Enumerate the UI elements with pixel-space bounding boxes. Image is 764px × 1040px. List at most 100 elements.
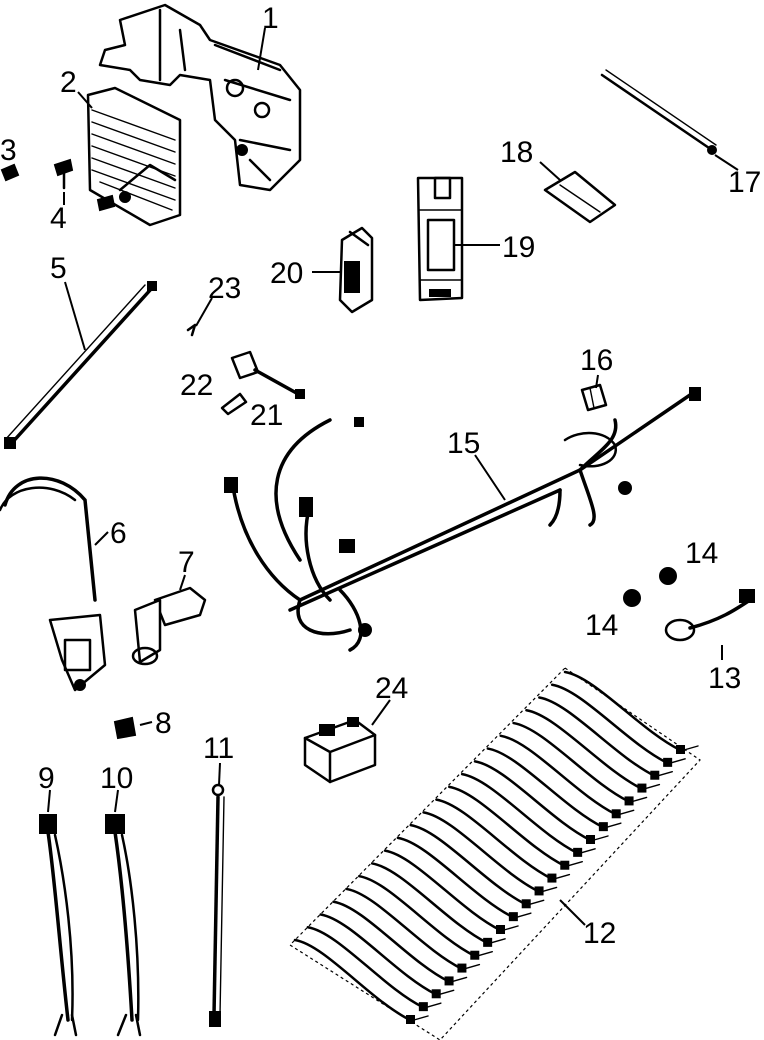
lead-terminal: [457, 963, 467, 973]
part-19-fuse-box: [416, 176, 464, 302]
lead-wire: [358, 874, 476, 957]
callout-21: 21: [250, 399, 283, 432]
lead-terminal: [521, 899, 531, 909]
lead-tick: [413, 1015, 429, 1021]
lead-tick: [477, 951, 493, 957]
lead-terminal: [637, 783, 647, 793]
part-5-cable: [4, 281, 157, 449]
lead-terminal: [508, 912, 518, 922]
lead-tick: [606, 822, 622, 828]
callout-17: 17: [728, 166, 761, 199]
lead-wire: [538, 696, 656, 777]
part-8-screw: [113, 716, 137, 740]
part-7-plug-boot: [131, 586, 207, 666]
part-3-screw: [0, 163, 20, 182]
lead-wire: [422, 811, 540, 893]
lead-wire: [383, 849, 502, 932]
callout-5: 5: [50, 252, 67, 285]
lead-tick: [541, 886, 558, 893]
lead-tick: [439, 989, 455, 995]
lead-wire: [512, 721, 630, 803]
lead-tick: [631, 796, 648, 803]
lead-tick: [567, 861, 583, 867]
lead-terminal: [547, 873, 557, 883]
lead-terminal: [650, 770, 660, 780]
callout-22: 22: [180, 369, 213, 402]
part-20-switch: [338, 226, 374, 314]
callout-7: 7: [178, 546, 195, 579]
callout-24: 24: [375, 672, 408, 705]
lead-tick: [657, 771, 673, 777]
part-10-bulb-lead: [105, 814, 142, 1037]
callout-2: 2: [60, 66, 77, 99]
callout-10: 10: [100, 762, 133, 795]
callout-1: 1: [262, 2, 279, 35]
lead-wire: [525, 709, 643, 790]
lead-tick: [516, 912, 532, 918]
lead-tick: [503, 925, 519, 931]
lead-wire: [499, 734, 617, 816]
lead-terminal: [483, 937, 493, 947]
lead-wire: [563, 670, 682, 752]
callout-8: 8: [155, 707, 172, 740]
callout-15: 15: [447, 427, 480, 460]
callout-3: 3: [0, 134, 17, 167]
lead-terminal: [534, 886, 544, 896]
part-18-fuse: [543, 170, 617, 224]
lead-tick: [644, 783, 661, 790]
lead-tick: [451, 976, 468, 983]
part-12-lead-kit: [289, 667, 701, 1040]
callout-14-lower: 14: [585, 609, 618, 642]
lead-terminal: [663, 757, 673, 767]
lead-terminal: [418, 1002, 428, 1012]
lead-wire: [448, 785, 566, 867]
lead-tick: [593, 835, 609, 841]
lead-tick: [529, 899, 545, 905]
lead-tick: [554, 873, 571, 880]
lead-terminal: [406, 1015, 415, 1024]
lead-terminal: [496, 925, 505, 934]
lead-terminal: [444, 976, 454, 986]
lead-tick: [426, 1002, 442, 1008]
lead-wire: [460, 772, 579, 855]
lead-terminal: [586, 835, 595, 844]
lead-wire: [332, 900, 450, 983]
lead-wire: [370, 862, 489, 945]
lead-terminal: [611, 809, 621, 819]
lead-wire: [293, 938, 412, 1022]
callout-9: 9: [38, 762, 55, 795]
part-4-bolts: [53, 158, 116, 212]
lead-tick: [464, 963, 481, 970]
callout-14-upper: 14: [685, 537, 718, 570]
part-13-cap-lead: [664, 589, 755, 642]
part-23-clip: [186, 323, 197, 337]
part-17-strap: [600, 69, 717, 155]
part-14-nut-upper: [659, 567, 677, 585]
lead-wire: [409, 823, 527, 906]
part-21-washer: [220, 392, 248, 416]
lead-wire: [435, 798, 553, 880]
callout-23: 23: [208, 272, 241, 305]
lead-wire: [486, 747, 605, 829]
lead-terminal: [431, 989, 441, 999]
callout-20: 20: [270, 257, 303, 290]
lead-terminal: [560, 860, 570, 870]
part-6-ignition-lead: [0, 476, 107, 692]
part-16-connector: [580, 383, 608, 412]
lead-terminal: [470, 950, 480, 960]
callout-4: 4: [50, 202, 67, 235]
lead-wire: [319, 913, 437, 996]
part-9-bulb-lead: [39, 814, 78, 1037]
lead-terminal: [676, 745, 685, 754]
lead-tick: [580, 848, 596, 854]
lead-wire: [396, 836, 515, 919]
part-11-ground-wire: [209, 783, 225, 1027]
lead-terminal: [598, 822, 608, 832]
callout-12: 12: [583, 917, 616, 950]
lead-tick: [490, 938, 506, 944]
lead-terminal: [573, 847, 583, 857]
lead-wire: [550, 683, 669, 765]
lead-wire: [345, 887, 463, 970]
lead-tick: [619, 809, 635, 815]
